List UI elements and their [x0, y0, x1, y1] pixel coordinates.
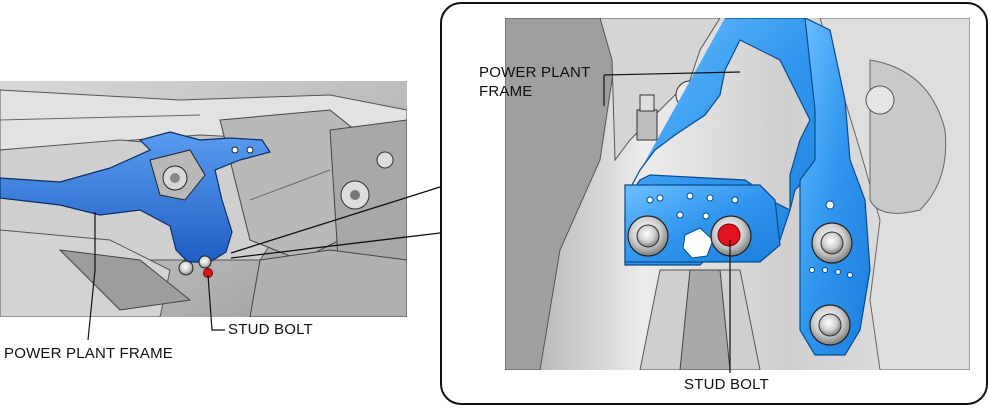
label-stud-bolt-detail: STUD BOLT: [684, 376, 769, 393]
detail-leaders: [603, 71, 741, 373]
stud-bolt-marker-detail: [717, 223, 741, 247]
callout-lines: [230, 186, 441, 259]
detail-illustration: [505, 18, 970, 370]
power-plant-frame-part: [0, 131, 271, 263]
label-stud-bolt-overview: STUD BOLT: [228, 321, 313, 338]
overview-illustration: [0, 81, 407, 317]
label-power-plant-frame-detail-line1: POWER PLANT: [479, 64, 591, 81]
left-leaders: [87, 212, 225, 341]
label-power-plant-frame-detail-line2: FRAME: [479, 83, 533, 100]
label-power-plant-frame-overview: POWER PLANT FRAME: [4, 345, 173, 362]
